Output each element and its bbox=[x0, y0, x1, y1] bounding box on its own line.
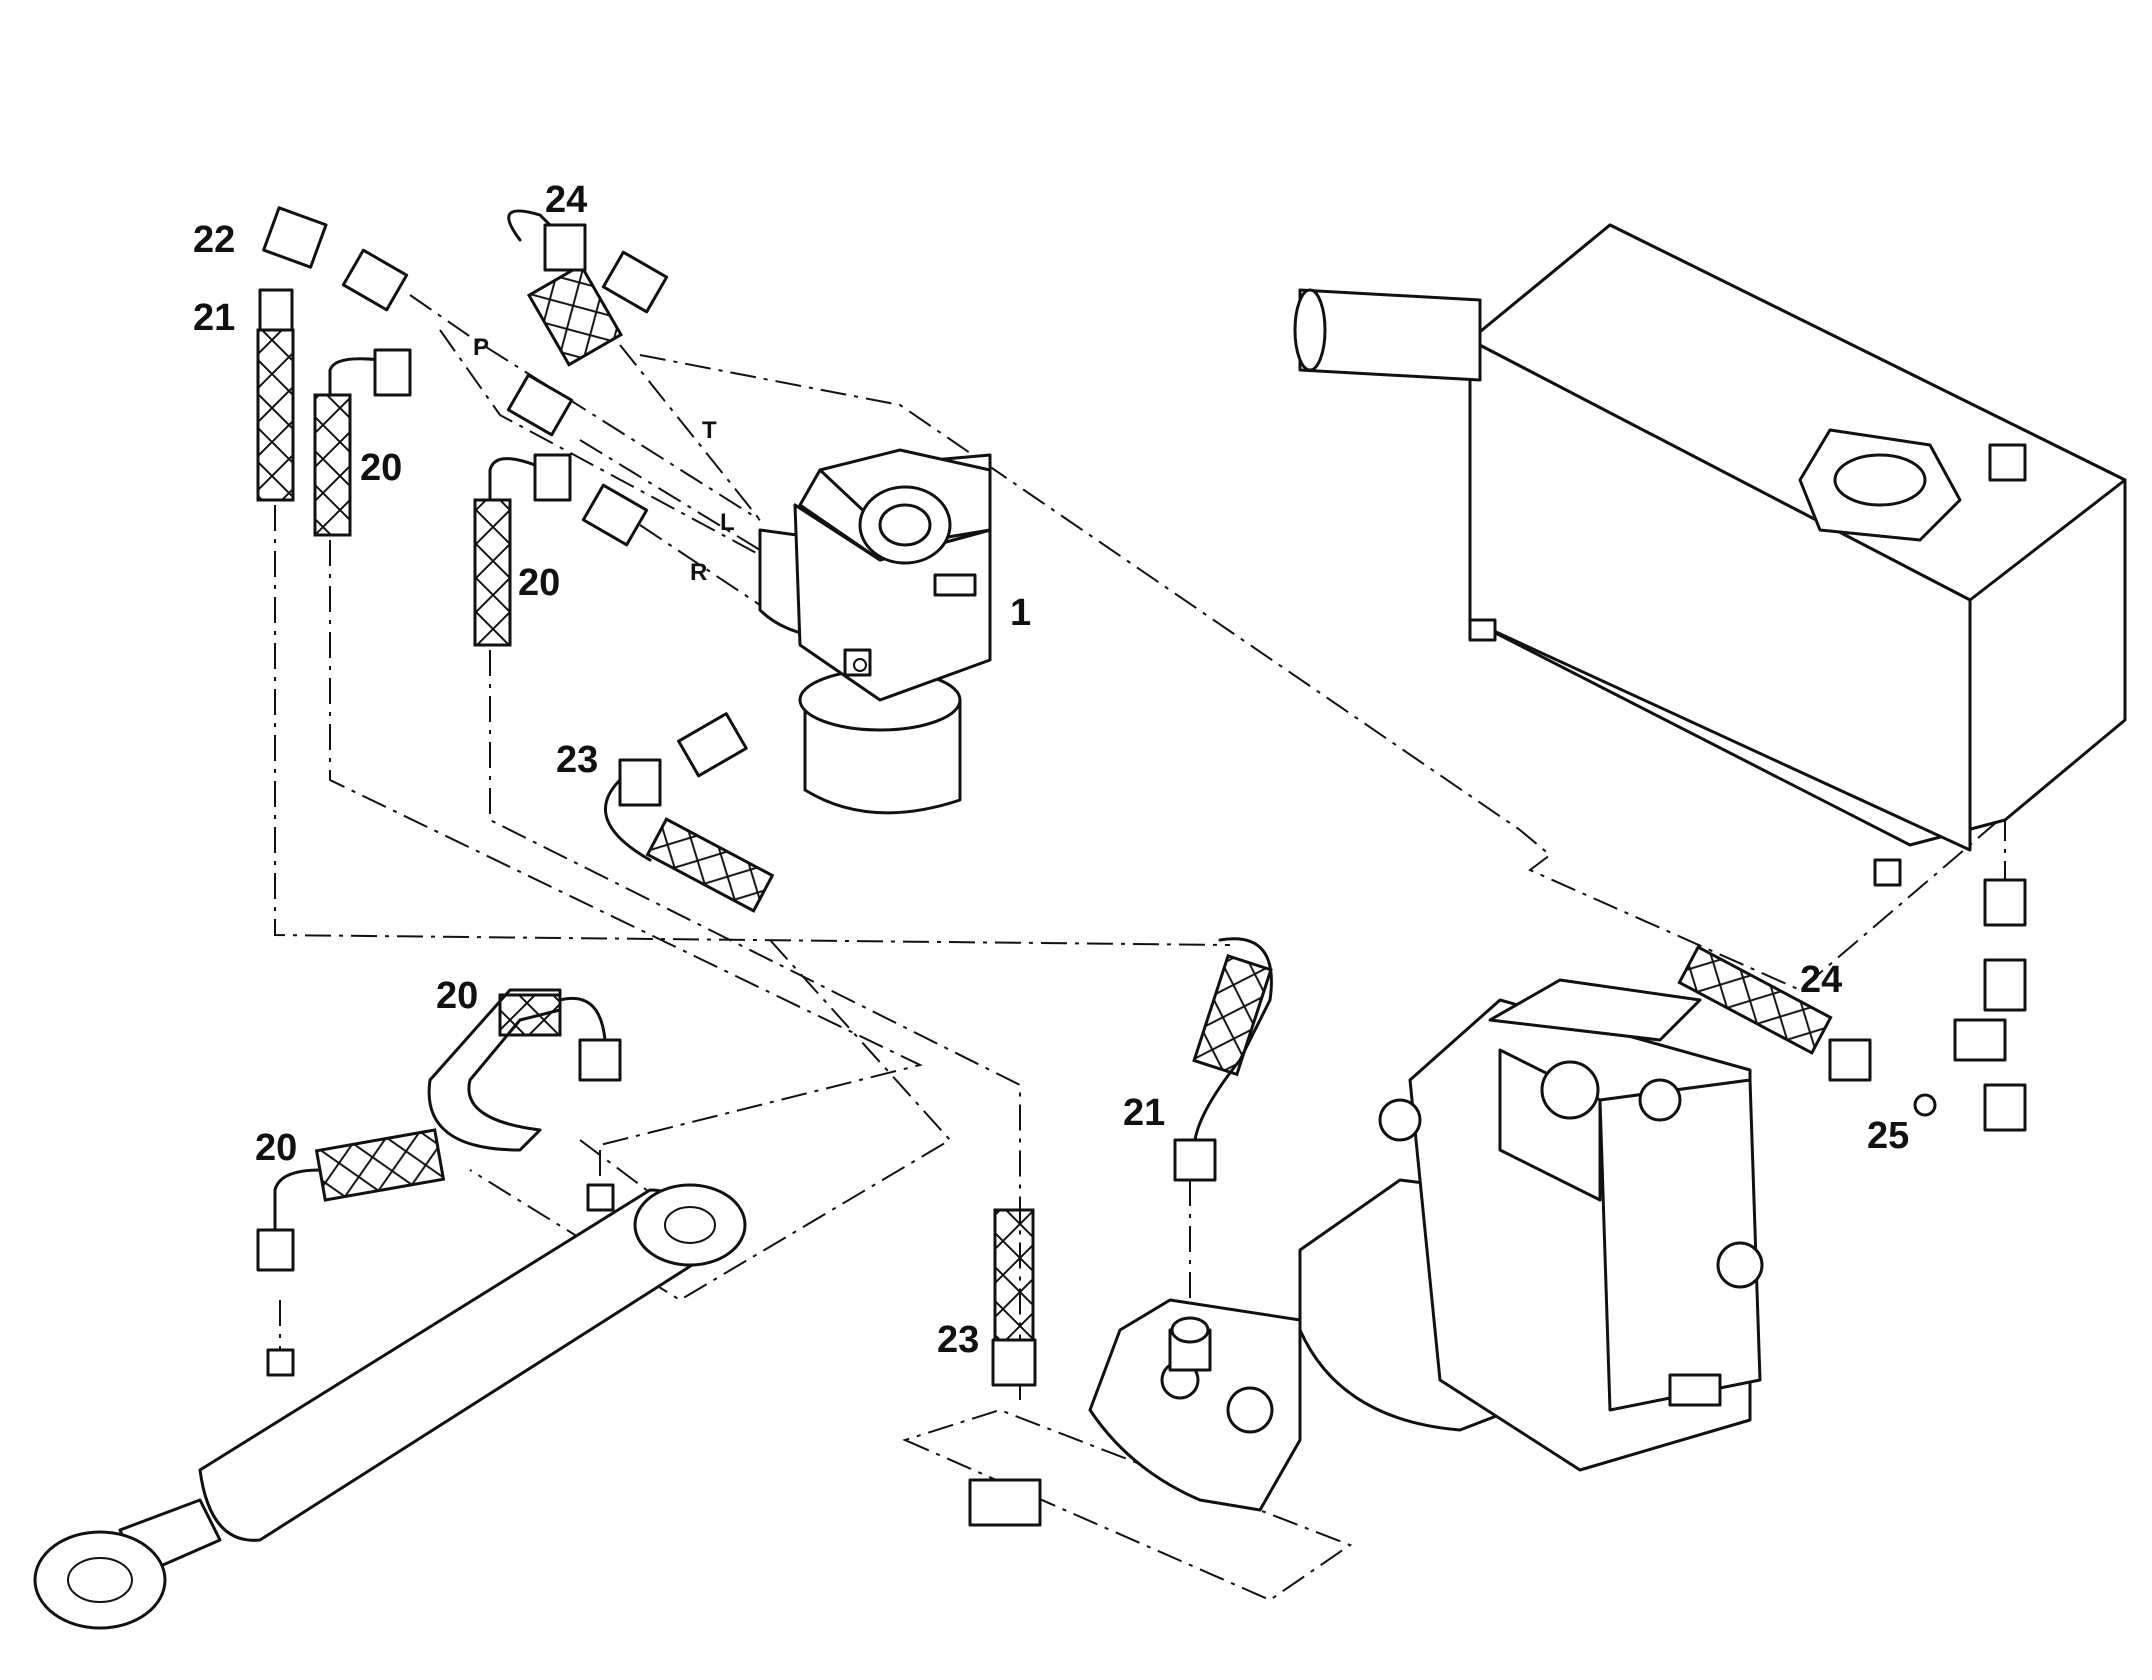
port-label-t: T bbox=[702, 417, 717, 444]
port-label-l: L bbox=[720, 509, 735, 536]
hydraulic-cylinder bbox=[33, 1183, 747, 1630]
callout-20-c: 20 bbox=[436, 975, 478, 1017]
callout-25: 25 bbox=[1867, 1115, 1909, 1157]
port-labels: P T L R bbox=[473, 334, 735, 586]
port-label-p: P bbox=[473, 334, 489, 361]
callout-23-bottom: 23 bbox=[937, 1319, 979, 1361]
callout-21-bottom: 21 bbox=[1123, 1092, 1165, 1134]
callout-20-d: 20 bbox=[255, 1127, 297, 1169]
callout-21-top: 21 bbox=[193, 297, 235, 339]
callout-24-top: 24 bbox=[545, 179, 587, 221]
port-label-r: R bbox=[690, 559, 707, 586]
hoses bbox=[256, 209, 1872, 1387]
steering-unit bbox=[758, 448, 992, 815]
callout-20-b: 20 bbox=[518, 562, 560, 604]
connection-lines bbox=[274, 294, 2006, 1602]
pump-assembly bbox=[1088, 978, 1764, 1512]
fittings bbox=[262, 206, 2027, 1527]
callout-22: 22 bbox=[193, 219, 235, 261]
callout-24-right: 24 bbox=[1800, 959, 1842, 1001]
callout-20-a: 20 bbox=[360, 447, 402, 489]
callout-1: 1 bbox=[1010, 592, 1031, 634]
callout-23-top: 23 bbox=[556, 739, 598, 781]
callout-labels: 22 21 20 20 24 1 23 20 20 23 21 24 25 bbox=[193, 179, 1909, 1361]
hydraulic-tank bbox=[1293, 223, 2127, 887]
